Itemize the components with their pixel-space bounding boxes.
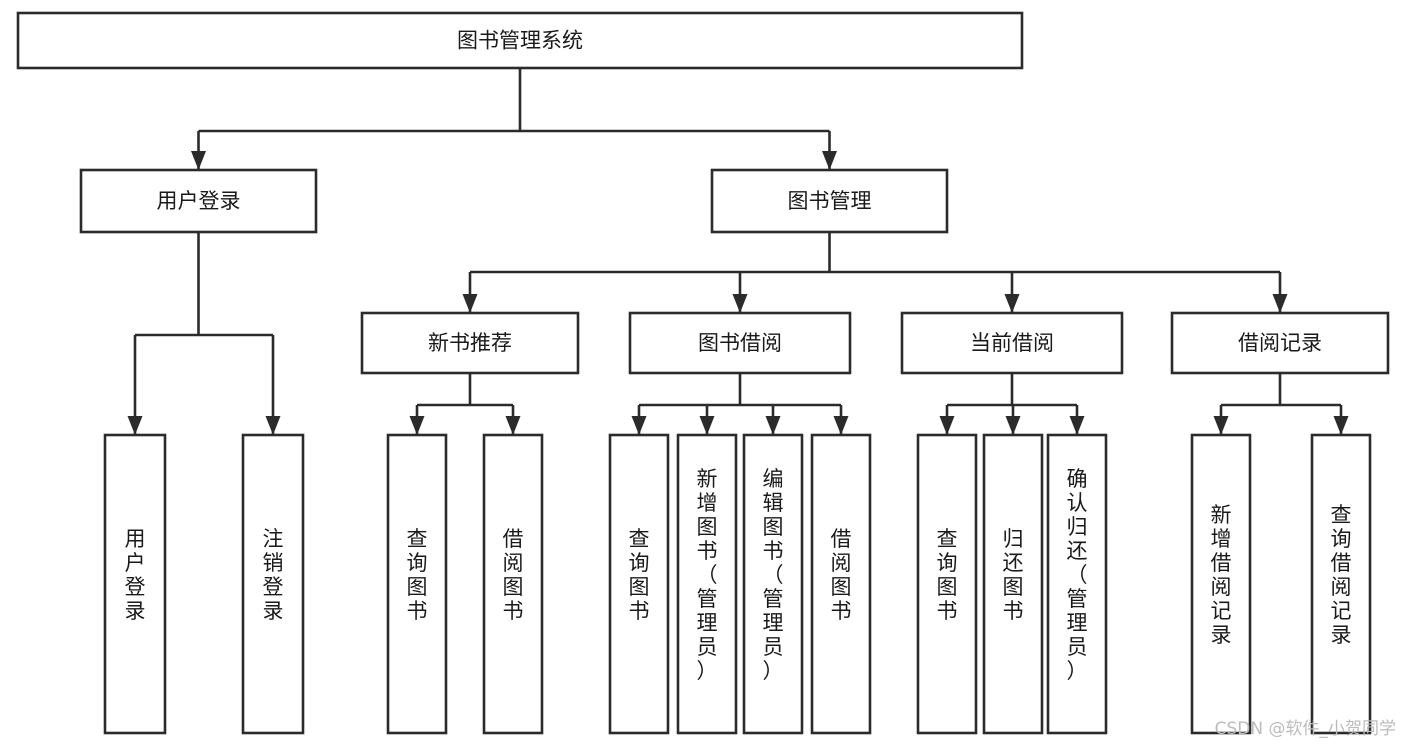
node-root[interactable]: 图书管理系统	[16, 11, 1024, 70]
edge-group-current-borrow	[939, 373, 1085, 435]
node-label: 借阅记录	[1238, 331, 1322, 355]
node-layer: 图书管理系统用户登录图书管理新书推荐图书借阅当前借阅借阅记录用户登录注销登录查询…	[16, 11, 1390, 735]
connector-layer	[127, 68, 1349, 435]
node-leaf-borrow-book-1[interactable]: 借阅图书	[482, 433, 544, 735]
node-label: 图书管理	[788, 189, 872, 213]
arrow-head-icon	[765, 416, 781, 435]
node-leaf-user-logout[interactable]: 注销登录	[241, 433, 305, 735]
arrow-head-icon	[505, 416, 521, 435]
node-label: 图书借阅	[698, 331, 782, 355]
arrow-head-icon	[833, 416, 849, 435]
node-leaf-return-book[interactable]: 归还图书	[982, 433, 1044, 735]
node-leaf-query-book-3[interactable]: 查询图书	[916, 433, 978, 735]
node-label: 图书管理系统	[457, 29, 583, 53]
node-leaf-user-login[interactable]: 用户登录	[103, 433, 167, 735]
node-label: 用户登录	[157, 189, 241, 213]
node-leaf-edit-book-admin[interactable]: 编辑图书（管理员）	[742, 433, 804, 735]
node-leaf-add-book-admin[interactable]: 新增图书（管理员）	[676, 433, 738, 735]
node-user-login[interactable]: 用户登录	[79, 168, 318, 234]
node-leaf-add-borrow-record[interactable]: 新增借阅记录	[1190, 433, 1252, 735]
csdn-watermark: CSDN @软件_小贺同学	[1215, 719, 1396, 739]
node-label: 查询图书	[629, 527, 650, 623]
node-book-manage[interactable]: 图书管理	[710, 168, 949, 234]
arrow-head-icon	[1213, 416, 1229, 435]
node-label: 当前借阅	[970, 331, 1054, 355]
node-leaf-borrow-book-2[interactable]: 借阅图书	[810, 433, 872, 735]
node-leaf-query-borrow-record[interactable]: 查询借阅记录	[1310, 433, 1372, 735]
edge-group-book-manage	[462, 232, 1288, 313]
edge-group-book-borrow	[631, 373, 849, 435]
node-label: 用户登录	[125, 527, 146, 623]
node-leaf-query-book-1[interactable]: 查询图书	[386, 433, 448, 735]
node-leaf-query-book-2[interactable]: 查询图书	[608, 433, 670, 735]
arrow-head-icon	[462, 294, 478, 313]
node-label: 查询图书	[937, 527, 958, 623]
edge-group-user-login	[127, 232, 281, 435]
arrow-head-icon	[939, 416, 955, 435]
node-label: 新书推荐	[428, 331, 512, 355]
node-label: 查询图书	[407, 527, 428, 623]
arrow-head-icon	[1069, 416, 1085, 435]
arrow-head-icon	[732, 294, 748, 313]
node-label: 归还图书	[1003, 527, 1024, 623]
node-new-book-recommend[interactable]: 新书推荐	[360, 311, 580, 375]
arrow-head-icon	[1004, 294, 1020, 313]
node-book-borrow[interactable]: 图书借阅	[628, 311, 852, 375]
node-label: 编辑图书（管理员）	[763, 467, 784, 683]
arrow-head-icon	[265, 416, 281, 435]
arrow-head-icon	[127, 416, 143, 435]
node-label: 新增图书（管理员）	[697, 467, 718, 683]
arrow-head-icon	[409, 416, 425, 435]
arrow-head-icon	[1272, 294, 1288, 313]
node-label: 借阅图书	[831, 527, 852, 623]
edge-group-new-book-recommend	[409, 373, 521, 435]
node-label: 确认归还（管理员）	[1067, 467, 1088, 683]
arrow-head-icon	[631, 416, 647, 435]
arrow-head-icon	[191, 151, 206, 170]
node-label: 新增借阅记录	[1211, 503, 1232, 647]
node-leaf-confirm-return-admin[interactable]: 确认归还（管理员）	[1046, 433, 1108, 735]
arrow-head-icon	[1005, 416, 1021, 435]
node-label: 借阅图书	[503, 527, 524, 623]
edge-group-root	[191, 68, 837, 170]
arrow-head-icon	[822, 151, 837, 170]
node-label: 查询借阅记录	[1331, 503, 1352, 647]
edge-group-borrow-record	[1213, 373, 1349, 435]
arrow-head-icon	[699, 416, 715, 435]
arrow-head-icon	[1333, 416, 1349, 435]
node-label: 注销登录	[263, 527, 284, 623]
node-borrow-record[interactable]: 借阅记录	[1170, 311, 1390, 375]
node-current-borrow[interactable]: 当前借阅	[900, 311, 1124, 375]
